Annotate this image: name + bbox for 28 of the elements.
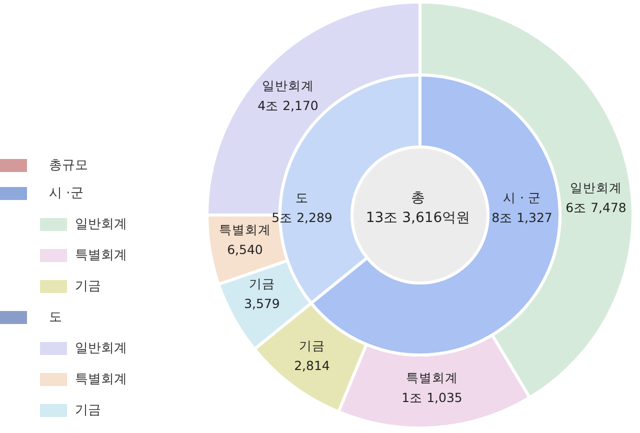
segment-value: 1조 1,035 — [402, 390, 462, 405]
segment-value: 2,814 — [294, 358, 330, 373]
segment-title: 일반회계 — [262, 78, 314, 93]
segment-title: 총 — [411, 190, 425, 206]
segment-value: 4조 2,170 — [258, 98, 318, 113]
segment-value: 5조 2,289 — [272, 210, 332, 225]
segment-title: 시 · 군 — [503, 190, 541, 205]
segment-title: 특별회계 — [219, 222, 271, 237]
segment-title: 도 — [296, 190, 308, 205]
legend-label: 총규모 — [49, 157, 88, 174]
legend-label: 특별회계 — [75, 371, 127, 388]
segment-title: 일반회계 — [570, 180, 622, 195]
segment-title: 특별회계 — [406, 370, 458, 385]
legend-label: 특별회계 — [75, 247, 127, 264]
segment-value: 6,540 — [227, 242, 263, 257]
segment-title: 기금 — [299, 338, 325, 353]
segment-title: 기금 — [249, 276, 275, 291]
segment-value: 6조 7,478 — [566, 200, 626, 215]
center-circle — [350, 146, 490, 284]
segment-value: 3,579 — [244, 296, 280, 311]
legend-label: 기금 — [75, 402, 101, 419]
legend-label: 일반회계 — [75, 340, 127, 357]
legend-label: 도 — [49, 309, 62, 326]
segment-value: 13조 3,616억원 — [366, 210, 470, 226]
legend-label: 기금 — [75, 278, 101, 295]
segment-value: 8조 1,327 — [492, 210, 552, 225]
legend-label: 일반회계 — [75, 216, 127, 233]
legend-label: 시 ·군 — [49, 185, 84, 202]
